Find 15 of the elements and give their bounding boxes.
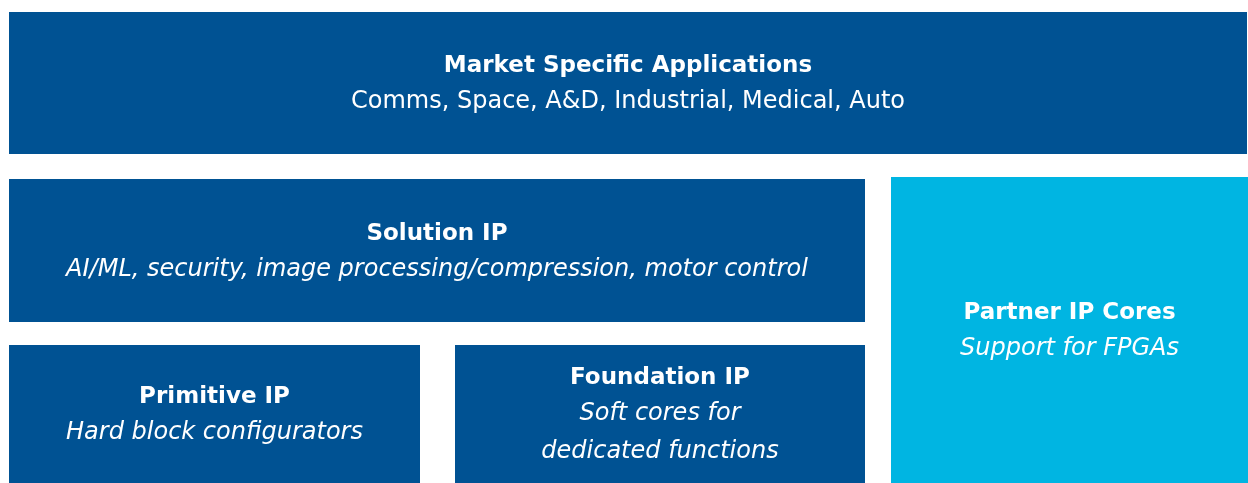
block xyxy=(9,12,1247,154)
block-description: Support for FPGAs xyxy=(960,332,1179,363)
block-description: Comms, Space, A&D, Industrial, Medical, Auto xyxy=(351,85,905,116)
block-heading: Solution IP xyxy=(366,217,508,247)
block xyxy=(891,177,1248,483)
block-heading: Foundation IP xyxy=(570,362,750,391)
block-description: AI/ML, security, image processing/compression, motor control xyxy=(66,252,808,284)
block-description: Soft cores for dedicated functions xyxy=(540,397,780,466)
block xyxy=(9,345,420,483)
block-heading: Market Specific Applications xyxy=(443,50,813,79)
block xyxy=(455,345,865,483)
block-heading: Primitive IP xyxy=(139,381,290,410)
block xyxy=(9,179,865,322)
block-description: Hard block configurators xyxy=(66,416,363,447)
block-heading: Partner IP Cores xyxy=(963,297,1176,326)
